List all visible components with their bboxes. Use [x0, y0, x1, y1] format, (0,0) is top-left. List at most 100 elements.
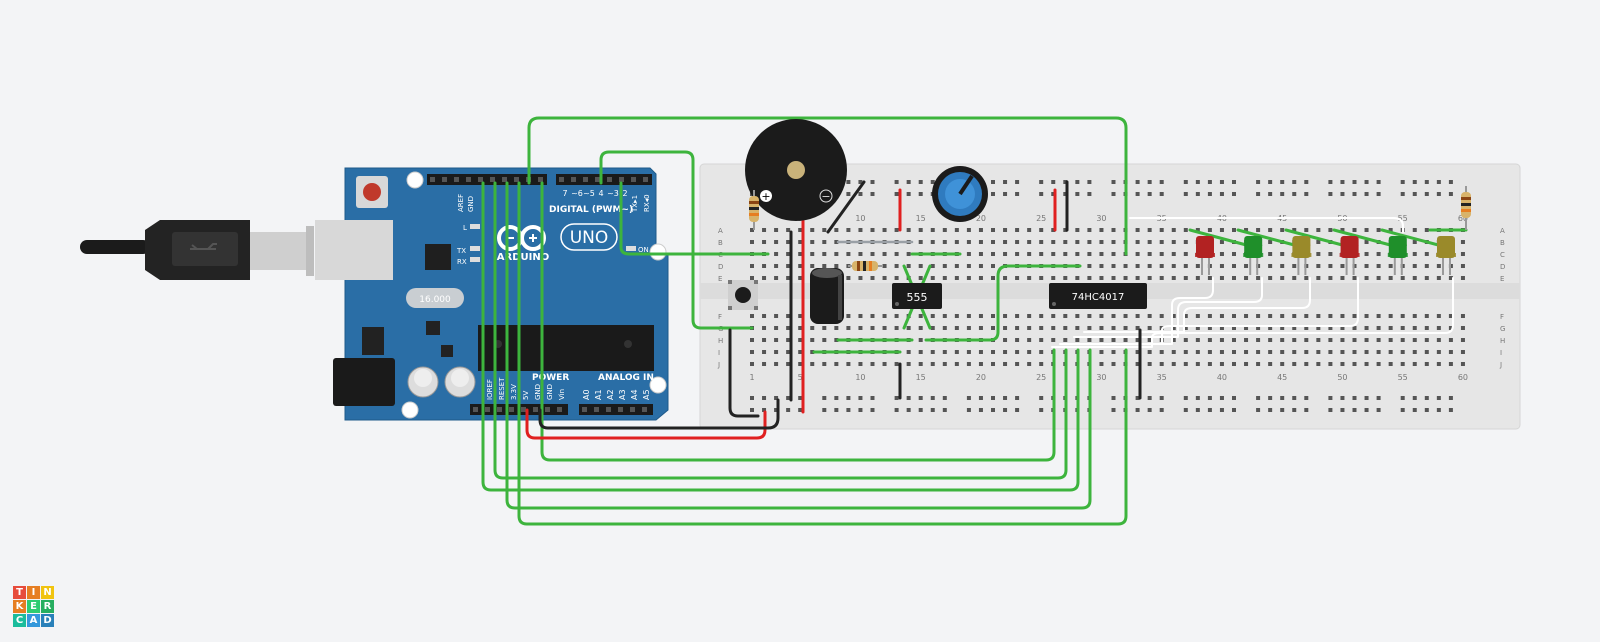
- logo-letter: I: [27, 586, 40, 599]
- column-number-bottom: 45: [1277, 373, 1287, 382]
- resistor-middle[interactable]: [848, 261, 882, 271]
- l-label: L: [463, 224, 467, 232]
- logo-letter: R: [41, 600, 54, 613]
- tx-label: TX: [456, 247, 466, 255]
- logo-letter: K: [13, 600, 26, 613]
- led-yellow[interactable]: [1291, 236, 1312, 275]
- buzzer-minus-label: −: [821, 190, 830, 203]
- row-label-right: B: [1500, 239, 1505, 247]
- timer-555-chip[interactable]: 555: [892, 283, 942, 309]
- analog-label: ANALOG IN: [598, 373, 654, 383]
- usb-port: [315, 220, 393, 280]
- led-green[interactable]: [1387, 236, 1408, 275]
- logo-letter: D: [41, 614, 54, 627]
- counter-74hc4017-chip[interactable]: 74HC4017: [1049, 283, 1147, 309]
- led-red[interactable]: [1195, 236, 1215, 275]
- buzzer-plus-label: +: [761, 190, 770, 203]
- electrolytic-capacitor[interactable]: [810, 268, 844, 324]
- resistor-left[interactable]: [749, 190, 759, 230]
- row-label-right: C: [1500, 251, 1505, 259]
- crystal-oscillator: [406, 288, 464, 308]
- power-pin-label: GND: [546, 384, 554, 400]
- rx0-pin-label: RX◂0: [643, 194, 651, 212]
- analog-pin-label: A4: [630, 389, 639, 400]
- power-pin-label: 3.3V: [510, 384, 518, 400]
- power-pin-label: 5V: [522, 391, 530, 400]
- row-label-left: D: [718, 263, 723, 271]
- analog-header: [579, 404, 653, 415]
- timer-chip-label: 555: [907, 291, 928, 304]
- usb-icon: [190, 243, 217, 250]
- arduino-uno-board[interactable]: 16.000 DIGITAL (PWM~) POWER ANALOG IN ON…: [315, 167, 669, 421]
- buzzer-minus-terminal: [819, 189, 833, 203]
- row-label-right: J: [1499, 361, 1502, 369]
- potentiometer[interactable]: [932, 166, 988, 222]
- logo-letter: A: [27, 614, 40, 627]
- tx1-pin-label: TX▸1: [631, 195, 639, 213]
- column-number-bottom: 35: [1157, 373, 1167, 382]
- column-number-bottom: 55: [1398, 373, 1408, 382]
- row-label-right: A: [1500, 227, 1505, 235]
- counter-chip-label: 74HC4017: [1072, 292, 1125, 303]
- row-label-left: A: [718, 227, 723, 235]
- power-pin-label: RESET: [498, 377, 506, 400]
- row-label-left: E: [718, 275, 722, 283]
- resistor-right[interactable]: [1461, 186, 1471, 230]
- analog-pin-label: A1: [594, 389, 603, 400]
- column-number-top: 20: [976, 214, 986, 223]
- reset-button[interactable]: [363, 183, 381, 201]
- row-label-left: I: [718, 349, 720, 357]
- power-label: POWER: [532, 373, 569, 383]
- column-number-bottom: 50: [1337, 373, 1347, 382]
- usb-cable[interactable]: [80, 220, 314, 280]
- on-label: ON: [638, 246, 649, 254]
- led-green[interactable]: [1243, 236, 1264, 275]
- analog-pin-label: A0: [582, 389, 591, 400]
- row-label-right: E: [1500, 275, 1504, 283]
- analog-pin-label: A3: [618, 389, 627, 400]
- atmega-chip: [478, 325, 654, 371]
- analog-pin-label: A2: [606, 389, 615, 400]
- digital-pin-label: 4: [598, 189, 603, 198]
- crystal-label: 16.000: [419, 295, 451, 305]
- digital-pin-label: ~5: [583, 189, 595, 198]
- digital-pin-label: 2: [622, 189, 627, 198]
- column-number-bottom: 20: [976, 373, 986, 382]
- digital-header-2: [556, 174, 652, 185]
- wires[interactable]: [481, 116, 1468, 526]
- column-number-bottom: 5: [798, 373, 803, 382]
- power-pin-label: IOREF: [486, 379, 494, 400]
- row-label-left: H: [718, 337, 723, 345]
- buzzer-plus-terminal: [760, 190, 772, 202]
- logo-letter: T: [13, 586, 26, 599]
- row-label-right: F: [1500, 313, 1504, 321]
- column-number-bottom: 40: [1217, 373, 1227, 382]
- column-number-top: 55: [1398, 214, 1408, 223]
- power-jack: [333, 358, 395, 406]
- analog-pin-label: A5: [642, 389, 651, 400]
- power-pin-label: GND: [534, 384, 542, 400]
- arduino-model: UNO: [570, 228, 609, 248]
- usb-chip: [425, 244, 451, 270]
- column-number-top: 25: [1036, 214, 1046, 223]
- logo-letter: N: [41, 586, 54, 599]
- row-label-right: I: [1500, 349, 1502, 357]
- rx-label: RX: [457, 258, 467, 266]
- column-number-top: 30: [1096, 214, 1106, 223]
- column-number-bottom: 1: [749, 373, 754, 382]
- led-row[interactable]: [1195, 236, 1456, 275]
- buzzer[interactable]: + −: [745, 119, 847, 221]
- digital-header-1: [427, 174, 547, 185]
- column-number-bottom: 30: [1096, 373, 1106, 382]
- led-red[interactable]: [1339, 236, 1360, 275]
- pushbutton[interactable]: [728, 280, 758, 310]
- column-number-top: 15: [916, 214, 926, 223]
- column-number-bottom: 15: [916, 373, 926, 382]
- digital-pin-label: ~3: [607, 189, 619, 198]
- led-yellow[interactable]: [1436, 236, 1456, 275]
